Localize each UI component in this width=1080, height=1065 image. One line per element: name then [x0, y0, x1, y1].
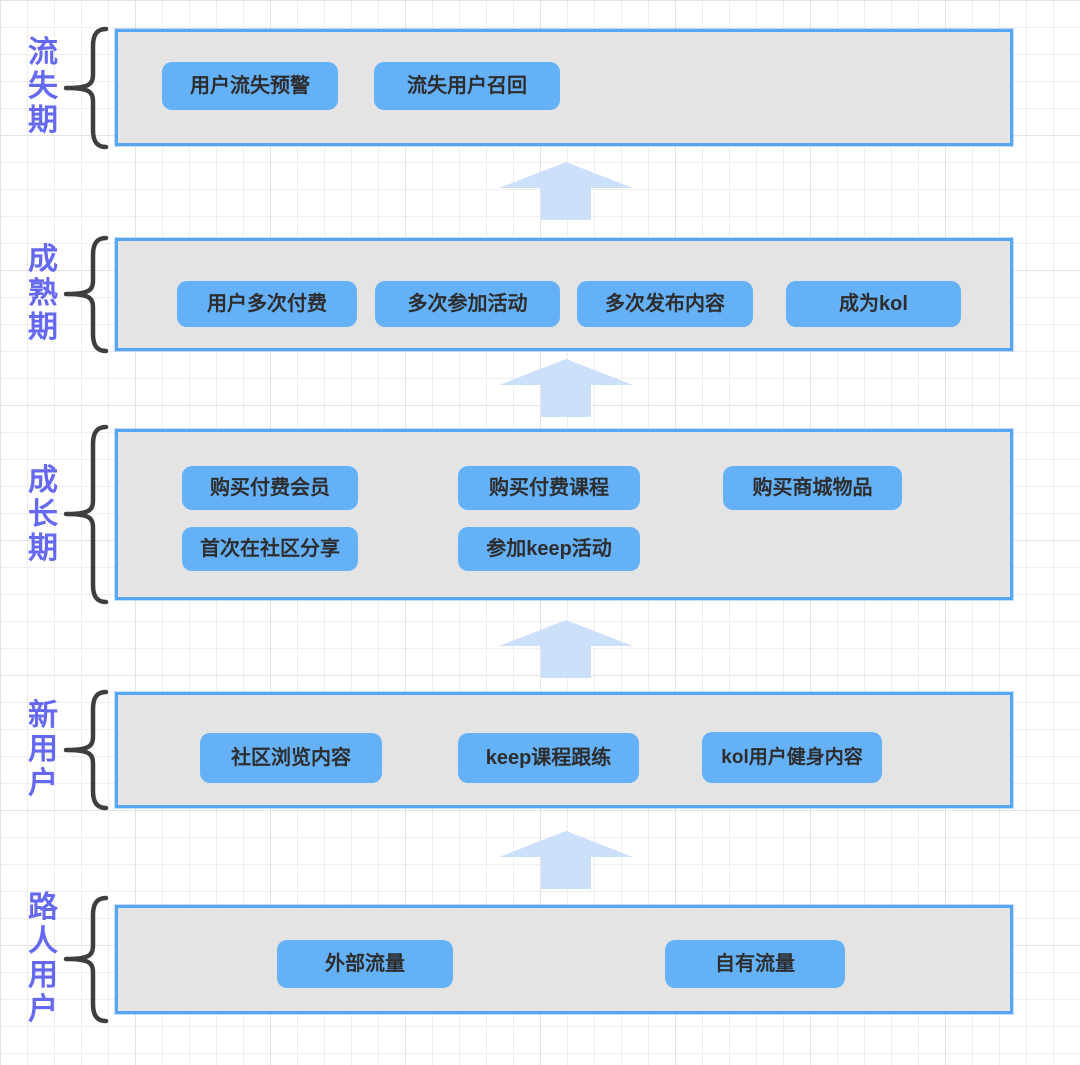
brace-mature — [63, 235, 109, 354]
action-owned-traffic[interactable]: 自有流量 — [665, 940, 845, 988]
brace-new-user — [63, 689, 109, 811]
action-first-community-share[interactable]: 首次在社区分享 — [182, 527, 358, 571]
flow-arrow-up-2 — [499, 359, 633, 417]
stage-label-passerby: 路人用户 — [28, 891, 58, 1026]
stage-label-new-user: 新用户 — [28, 699, 58, 800]
stage-box-new-user: 社区浏览内容 keep课程跟练 kol用户健身内容 — [115, 692, 1013, 808]
stage-box-churn: 用户流失预警 流失用户召回 — [115, 29, 1013, 146]
action-keep-course-follow[interactable]: keep课程跟练 — [458, 733, 639, 783]
flow-arrow-up-4 — [499, 831, 633, 889]
stage-label-growth: 成长期 — [28, 464, 58, 565]
action-buy-course[interactable]: 购买付费课程 — [458, 466, 640, 510]
action-buy-mall-item[interactable]: 购买商城物品 — [723, 466, 902, 510]
stage-label-churn: 流失期 — [28, 36, 58, 137]
action-repeat-publish[interactable]: 多次发布内容 — [577, 281, 753, 327]
brace-passerby — [63, 895, 109, 1024]
flow-arrow-up-1 — [499, 162, 633, 220]
action-churn-warning[interactable]: 用户流失预警 — [162, 62, 338, 110]
action-join-keep-activity[interactable]: 参加keep活动 — [458, 527, 640, 571]
stage-box-passerby: 外部流量 自有流量 — [115, 905, 1013, 1014]
action-become-kol[interactable]: 成为kol — [786, 281, 961, 327]
action-churn-recall[interactable]: 流失用户召回 — [374, 62, 560, 110]
stage-box-growth: 购买付费会员 购买付费课程 购买商城物品 首次在社区分享 参加keep活动 — [115, 429, 1013, 600]
action-kol-fitness-content[interactable]: kol用户健身内容 — [702, 732, 882, 783]
action-external-traffic[interactable]: 外部流量 — [277, 940, 453, 988]
brace-growth — [63, 424, 109, 605]
stage-label-mature: 成熟期 — [28, 243, 58, 344]
action-buy-membership[interactable]: 购买付费会员 — [182, 466, 358, 510]
brace-churn — [63, 26, 109, 150]
flow-arrow-up-3 — [499, 620, 633, 678]
action-repeat-payment[interactable]: 用户多次付费 — [177, 281, 357, 327]
action-repeat-activity[interactable]: 多次参加活动 — [375, 281, 560, 327]
stage-box-mature: 用户多次付费 多次参加活动 多次发布内容 成为kol — [115, 238, 1013, 351]
action-browse-community[interactable]: 社区浏览内容 — [200, 733, 382, 783]
